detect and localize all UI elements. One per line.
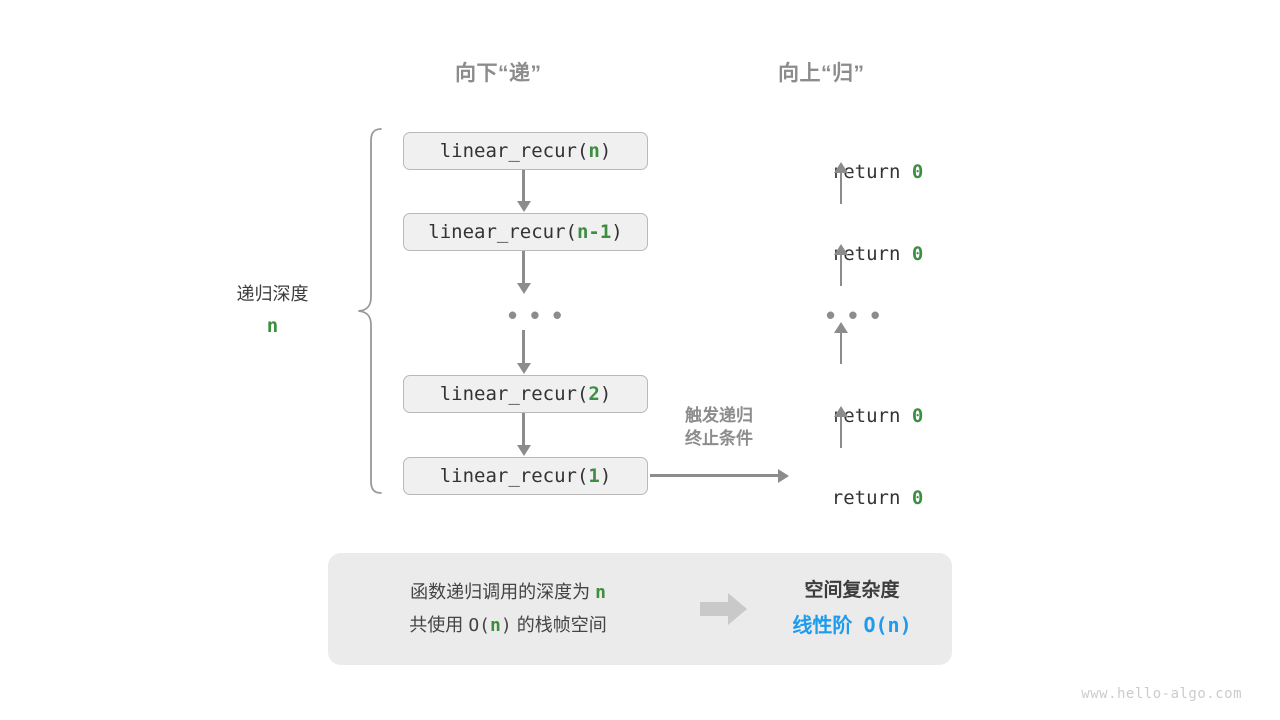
- summary-line-2-suffix: 的栈帧空间: [511, 615, 607, 635]
- trigger-line-2: 终止条件: [685, 428, 753, 448]
- call-box-prefix: linear_recur(: [439, 465, 589, 487]
- summary-description: 函数递归调用的深度为 n 共使用 O(n) 的栈帧空间: [328, 576, 688, 643]
- call-box-prefix: linear_recur(: [428, 221, 577, 243]
- watermark: www.hello-algo.com: [1081, 686, 1242, 702]
- summary-arrow-container: [688, 592, 760, 626]
- call-box-suffix: ): [599, 383, 612, 405]
- base-case-arrow: [650, 474, 778, 477]
- summary-line-2: 共使用 O(n) 的栈帧空间: [328, 609, 688, 642]
- down-arrow-3: [522, 330, 525, 364]
- call-box-n-minus-1: linear_recur(n-1): [403, 213, 648, 251]
- summary-line-2-variable: n: [490, 615, 501, 636]
- call-box-suffix: ): [599, 465, 612, 487]
- trigger-line-1: 触发递归: [685, 406, 753, 425]
- complexity-order-label: 线性阶: [792, 614, 864, 637]
- call-box-2: linear_recur(2): [403, 375, 648, 413]
- call-box-n: linear_recur(n): [403, 132, 648, 170]
- summary-line-1-text: 函数递归调用的深度为: [410, 581, 596, 602]
- up-arrow-4: [840, 416, 842, 448]
- return-value: 0: [911, 243, 924, 265]
- return-value: 0: [911, 405, 924, 427]
- summary-line-1-variable: n: [595, 581, 606, 603]
- ellipsis-right: • • •: [826, 300, 883, 330]
- complexity-title: 空间复杂度: [804, 580, 900, 602]
- ellipsis-left: • • •: [508, 300, 565, 330]
- call-box-argument: n-1: [576, 221, 612, 243]
- recursion-depth-label: 递归深度 n: [195, 281, 350, 341]
- up-arrow-2: [840, 254, 842, 286]
- summary-line-1: 函数递归调用的深度为 n: [328, 576, 688, 609]
- return-value: 0: [911, 487, 924, 509]
- return-label-3: return 0: [786, 383, 924, 449]
- summary-line-2-notation-open: O(: [468, 615, 490, 636]
- summary-line-2-text: 共使用: [409, 615, 469, 635]
- return-keyword: return: [831, 487, 912, 509]
- call-box-suffix: ): [611, 221, 623, 243]
- return-value: 0: [911, 161, 924, 183]
- call-box-1: linear_recur(1): [403, 457, 648, 495]
- call-box-prefix: linear_recur(: [439, 383, 589, 405]
- right-block-arrow-icon: [700, 593, 747, 625]
- call-box-argument: 2: [588, 383, 600, 405]
- recursion-depth-text: 递归深度: [236, 284, 309, 304]
- call-box-suffix: ): [599, 140, 612, 162]
- recursion-depth-brace: [357, 127, 383, 495]
- complexity-value: 线性阶 O(n): [760, 608, 944, 644]
- return-label-4: return 0: [786, 465, 924, 531]
- up-arrow-3: [840, 332, 842, 364]
- base-case-trigger-label: 触发递归 终止条件: [654, 405, 784, 451]
- column-header-ascend: 向上“归”: [778, 62, 865, 85]
- call-box-argument: 1: [588, 465, 600, 487]
- complexity-notation: O(n): [863, 612, 912, 637]
- call-box-prefix: linear_recur(: [439, 140, 589, 162]
- column-header-descend: 向下“递”: [455, 62, 542, 85]
- down-arrow-1: [522, 170, 525, 202]
- summary-complexity: 空间复杂度 线性阶 O(n): [760, 574, 952, 643]
- down-arrow-4: [522, 413, 525, 446]
- return-label-2: return 0: [786, 221, 924, 287]
- call-box-argument: n: [588, 140, 600, 162]
- brace-icon: [358, 128, 382, 494]
- return-keyword: return: [831, 243, 912, 265]
- recursion-depth-variable: n: [266, 315, 279, 338]
- return-keyword: return: [831, 405, 912, 427]
- down-arrow-2: [522, 251, 525, 284]
- return-label-1: return 0: [786, 139, 924, 205]
- summary-panel: 函数递归调用的深度为 n 共使用 O(n) 的栈帧空间 空间复杂度 线性阶 O(…: [328, 553, 952, 665]
- summary-line-2-notation-close: ): [500, 615, 512, 636]
- up-arrow-1: [840, 172, 842, 204]
- return-keyword: return: [831, 161, 912, 183]
